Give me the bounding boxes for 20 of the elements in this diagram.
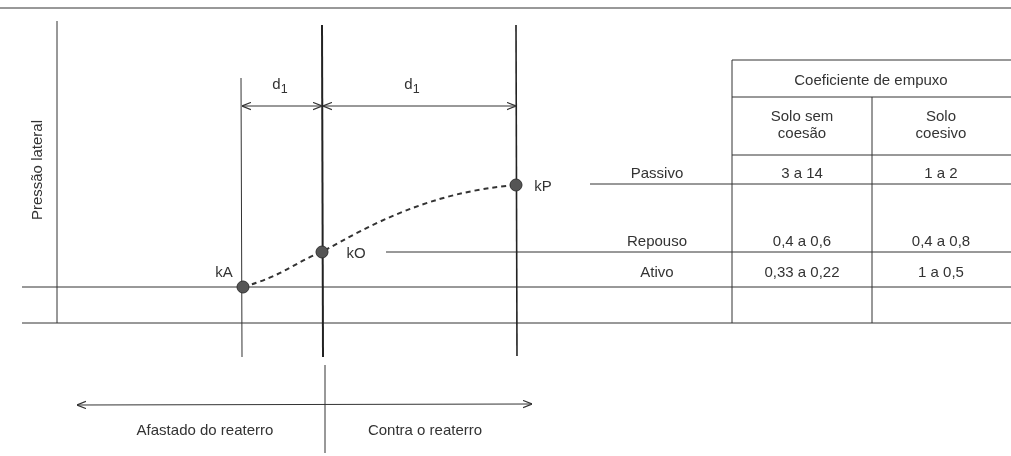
table-value: 3 a 14 [781,163,823,181]
row-label: Passivo [630,163,684,181]
table-value: 0,4 a 0,6 [772,231,832,249]
column-header: Solo sem coesão [769,107,835,141]
table-value: 1 a 2 [924,163,958,181]
table-value: 0,4 a 0,8 [911,231,971,249]
row-label: Repouso [626,231,687,249]
row-label: Ativo [640,262,674,280]
direction-label: Contra o reaterro [367,420,483,438]
table-value: 1 a 0,5 [918,262,964,280]
point-label: kA [215,262,233,280]
column-header: Solo coesivo [914,107,968,141]
direction-label: Afastado do reaterro [136,420,274,438]
point-label: kP [534,176,552,194]
column-header: Coeficiente de empuxo [794,70,948,88]
point-label: kO [346,243,366,261]
axis-title: Pressão lateral [27,119,45,221]
dimension-label: d$_{1}$ [404,74,420,98]
table-value: 0,33 a 0,22 [764,262,840,280]
dimension-label: d$_{1}$ [272,74,288,98]
